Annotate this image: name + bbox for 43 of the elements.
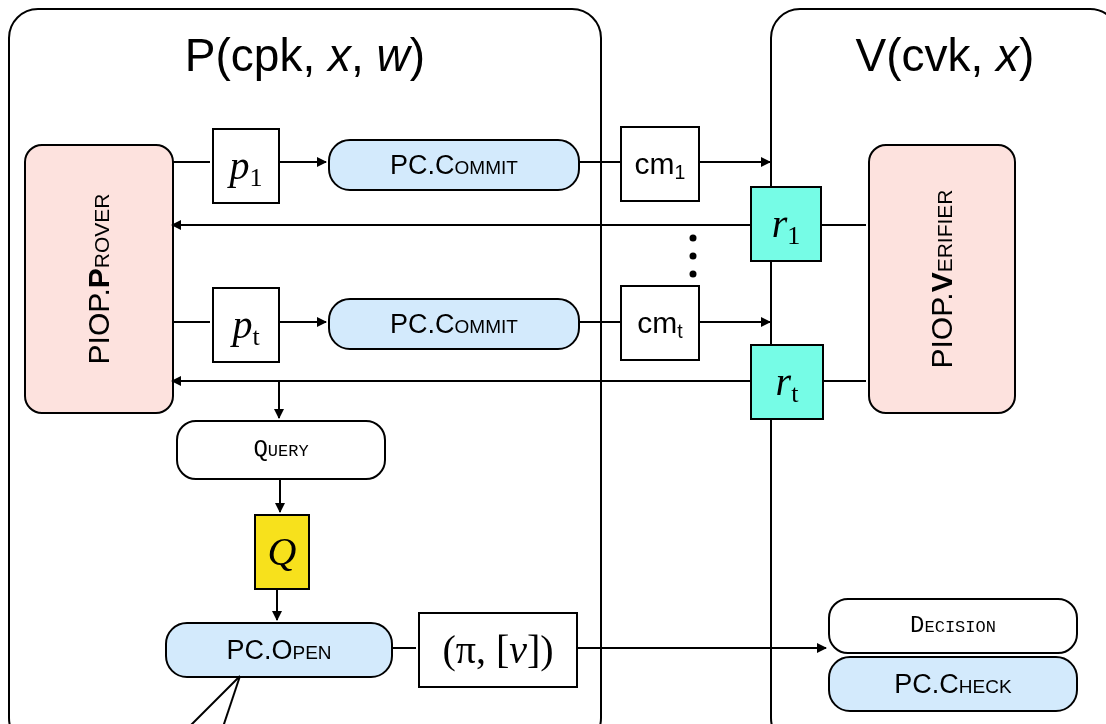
box-label: PC.Check <box>894 670 1012 698</box>
procedure-box <box>176 420 386 480</box>
message-box <box>212 287 280 363</box>
arrow <box>699 157 771 167</box>
box-label: Decision <box>910 614 996 638</box>
box-label: PC.Commit <box>390 310 518 338</box>
algorithm-box <box>24 144 174 414</box>
arrow <box>272 587 282 621</box>
box-label: cm$_{1}$ <box>634 149 686 179</box>
procedure-box <box>328 298 580 350</box>
box-label: Q <box>267 532 297 572</box>
box-label: r$_{1}$ <box>771 204 801 244</box>
challenge-box <box>750 186 822 262</box>
arrow <box>275 477 285 513</box>
arrow <box>277 157 327 167</box>
box-label: Query <box>253 438 309 462</box>
box-label: PC.Commit <box>390 151 518 179</box>
challenge-box <box>750 344 824 420</box>
message-box <box>418 612 578 688</box>
box-label: (π, [v]) <box>442 630 554 670</box>
algorithm-box <box>868 144 1016 414</box>
box-label: cm$_{t}$ <box>637 308 683 338</box>
arrow <box>277 317 327 327</box>
procedure-box <box>828 656 1078 712</box>
algorithm-label: PIOP.Prover <box>84 193 114 365</box>
message-box <box>212 128 280 204</box>
box-label: p$_{t}$ <box>232 305 260 345</box>
arrow <box>171 220 751 230</box>
arrow <box>575 643 827 653</box>
box-label: PC.Open <box>226 636 332 664</box>
algorithm-label: PIOP.Verifier <box>927 189 957 369</box>
query-box <box>254 514 310 590</box>
procedure-box <box>328 139 580 191</box>
commitment-box <box>620 126 700 202</box>
party-panel <box>8 8 602 724</box>
arrow <box>699 317 771 327</box>
procedure-box <box>165 622 393 678</box>
box-label: p$_{1}$ <box>229 146 263 186</box>
box-label: r$_{t}$ <box>775 362 799 402</box>
commitment-box <box>620 285 700 361</box>
leader-line <box>221 675 241 724</box>
procedure-box <box>828 598 1078 654</box>
party-panel <box>770 8 1106 724</box>
